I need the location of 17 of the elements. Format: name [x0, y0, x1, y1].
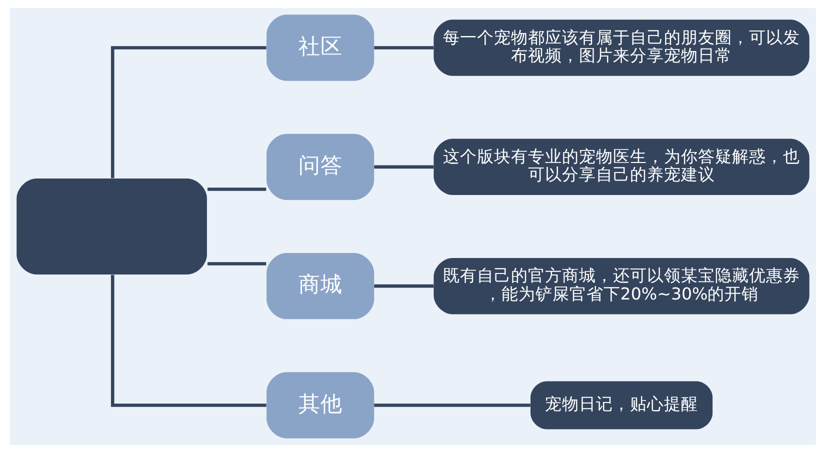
- connector: [374, 404, 530, 407]
- node-box: 宠物日记，贴心提醒: [530, 381, 713, 430]
- connector: [374, 284, 434, 288]
- node-box: 问答: [266, 134, 374, 200]
- connector: [208, 188, 266, 191]
- node-box: 既有自己的官方商城，还可以领某宝隐藏优惠券，能为铲屎官省下20%~30%的开销: [434, 258, 810, 314]
- node-box: 每一个宠物都应该有属于自己的朋友圈，可以发布视频，图片来分享宠物日常: [434, 20, 810, 76]
- connector: [208, 262, 266, 266]
- connector: [110, 274, 266, 407]
- connector: [110, 46, 266, 178]
- connector: [374, 165, 434, 169]
- node-box: [16, 178, 207, 274]
- connector: [374, 46, 434, 50]
- node-box: 商城: [266, 252, 374, 320]
- node-box: 其他: [266, 372, 374, 438]
- node-box: 这个版块有专业的宠物医生，为你答疑解惑，也可以分享自己的养宠建议: [434, 138, 810, 196]
- node-box: 社区: [266, 14, 374, 81]
